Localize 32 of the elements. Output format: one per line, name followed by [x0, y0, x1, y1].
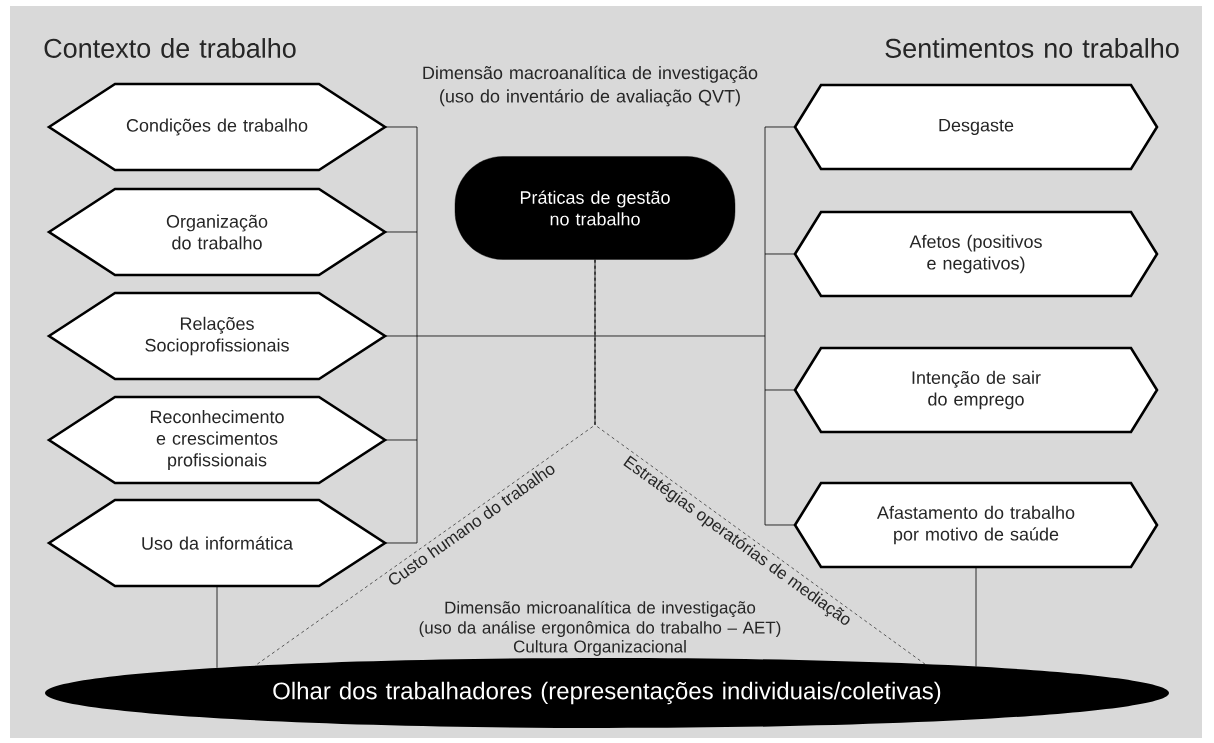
note-text: (uso da análise ergonômica do trabalho – AET) — [419, 620, 781, 637]
hexagon-box: Afastamento do trabalho por motivo de saúde — [793, 481, 1159, 569]
connector-line — [764, 524, 796, 526]
connector-line — [384, 126, 418, 128]
connector-line — [764, 389, 796, 391]
connector-line — [416, 126, 418, 233]
hexagon-box: Afetos (positivos e negativos) — [793, 210, 1159, 298]
heading: Contexto de trabalho — [44, 38, 296, 58]
connector-line — [416, 335, 418, 441]
connector-line — [975, 566, 977, 667]
connector-line — [216, 585, 218, 669]
heading: Sentimentos no trabalho — [885, 38, 1179, 58]
connector-line — [384, 231, 418, 233]
connector-line — [384, 439, 418, 441]
connector-line — [416, 335, 766, 337]
rounded-box: Práticas de gestão no trabalho — [454, 156, 736, 260]
note-text: Dimensão microanalítica de investigação — [445, 600, 756, 618]
connector-line — [384, 335, 418, 337]
connector-line — [764, 126, 796, 128]
connector-line — [764, 389, 766, 526]
connector-line — [764, 253, 766, 337]
hexagon-box: Desgaste — [793, 83, 1159, 171]
connector-line — [764, 335, 766, 391]
connector-line — [416, 439, 418, 544]
connector-line — [416, 231, 418, 337]
connector-line — [594, 259, 926, 665]
connector-line — [764, 126, 766, 255]
note-text: Dimensão macroanalítica de investigação (uso do inventário de avaliação QVT) — [423, 65, 758, 107]
hexagon-box: Intenção de sair do emprego — [793, 346, 1159, 434]
connector-line — [764, 253, 796, 255]
ellipse-banner: Olhar dos trabalhadores (representações individuais/coletivas) — [45, 658, 1169, 728]
connector-line — [384, 542, 418, 544]
